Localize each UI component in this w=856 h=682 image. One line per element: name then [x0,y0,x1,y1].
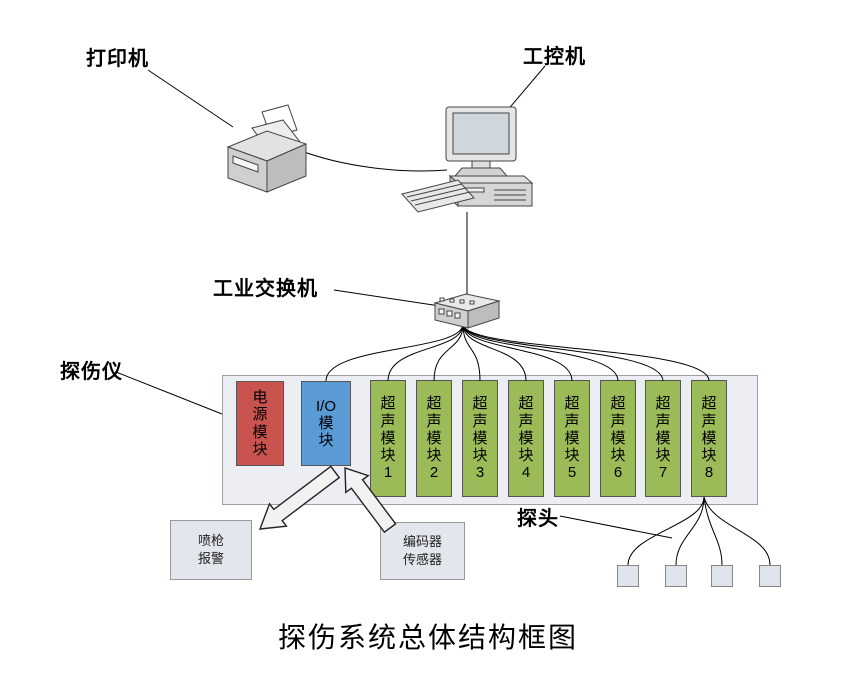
io-module-box: I/O 模 块 [301,381,351,466]
switch-label: 工业交换机 [213,278,318,300]
probe-square [759,565,781,587]
probe-square [617,565,639,587]
switch-pointer-line [333,289,441,307]
power-module-box: 电 源 模 块 [236,381,284,466]
spray-alarm-box: 喷枪 报警 [170,520,252,580]
ultrasonic-module-1: 超 声 模 块 1 [370,380,406,497]
diagram-title: 探伤系统总体结构框图 [277,622,578,653]
computer-label: 工控机 [523,46,586,68]
printer-label: 打印机 [86,48,149,70]
printer-to-computer-line [298,149,448,172]
module-to-probe-fan [627,496,771,566]
probe-square [711,565,733,587]
device-connectors [298,149,468,298]
ultrasonic-module-4: 超 声 模 块 4 [508,380,544,497]
printer-illustration [226,104,308,193]
probes-label: 探头 [517,508,559,530]
ultrasonic-module-3: 超 声 模 块 3 [462,380,498,497]
probe-square [665,565,687,587]
computer-pointer-line [505,65,546,113]
ultrasonic-module-7: 超 声 模 块 7 [645,380,681,497]
computer-illustration [401,106,534,213]
ultrasonic-module-6: 超 声 模 块 6 [600,380,636,497]
detector-label: 探伤仪 [60,361,123,383]
ultrasonic-module-5: 超 声 模 块 5 [554,380,590,497]
printer-pointer-line [147,69,234,128]
ultrasonic-module-2: 超 声 模 块 2 [416,380,452,497]
switch-illustration [433,293,501,329]
encoder-sensor-box: 编码器 传感器 [380,522,465,580]
ultrasonic-module-8: 超 声 模 块 8 [691,380,727,497]
detector-pointer-line [115,371,223,415]
probes-pointer-line [559,515,673,539]
switch-to-module-fan [325,323,710,382]
